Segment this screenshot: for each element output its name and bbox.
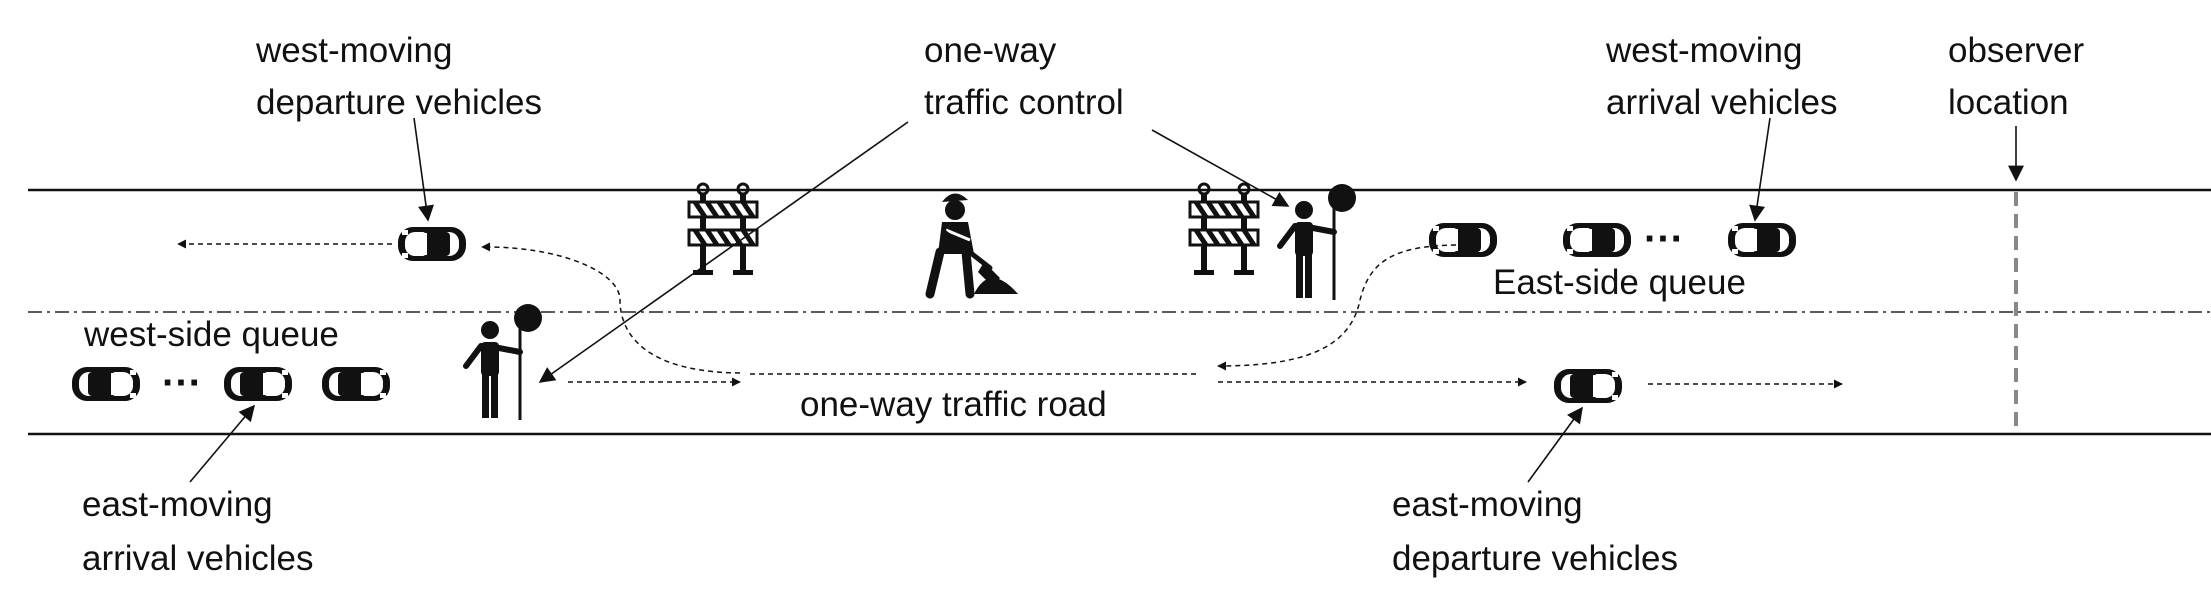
observer-label-line2: location: [1948, 83, 2069, 122]
west-departure-label-line1: west-moving: [255, 31, 452, 70]
arrow-icon: [1151, 129, 1290, 207]
road-label: one-way traffic road: [800, 385, 1107, 424]
car-icon: [1563, 223, 1631, 257]
car-icon: [322, 367, 390, 401]
flagger-stop-sign-icon: [466, 304, 542, 420]
arrow-icon: [413, 117, 434, 222]
car-icon: [224, 367, 292, 401]
car-icon: [1554, 369, 1622, 403]
road-barricade-icon: [689, 184, 757, 275]
east-departure-label-line2: departure vehicles: [1392, 539, 1678, 578]
west-side-queue-label: west-side queue: [83, 315, 339, 354]
arrow-icon: [1749, 117, 1771, 222]
east-arrival-label-line2: arrival vehicles: [82, 539, 313, 578]
ellipsis-east: ···: [1644, 217, 1684, 261]
car-icon: [398, 227, 466, 261]
arrow-icon: [189, 404, 256, 483]
traffic-control-label-line1: one-way: [924, 31, 1057, 70]
flagger-stop-sign-icon: [1280, 184, 1356, 300]
east-departure-label-line1: east-moving: [1392, 485, 1583, 524]
arrow-icon: [481, 242, 741, 374]
traffic-control-label-line2: traffic control: [924, 83, 1124, 122]
east-side-queue-label: East-side queue: [1493, 263, 1746, 302]
ellipsis-west: ···: [162, 361, 202, 405]
car-icon: [72, 367, 140, 401]
observer-label-line1: observer: [1948, 31, 2085, 70]
arrow-icon: [538, 121, 909, 383]
east-arrival-label-line1: east-moving: [82, 485, 273, 524]
callout-arrows: [189, 117, 2024, 483]
road-barricade-icon: [1190, 184, 1258, 275]
west-arrival-label-line1: west-moving: [1605, 31, 1802, 70]
west-arrival-label-line2: arrival vehicles: [1606, 83, 1837, 122]
flow-arrows: [177, 239, 1843, 389]
arrow-icon: [1527, 406, 1583, 483]
arrow-icon: [1217, 244, 1457, 371]
west-departure-label-line2: departure vehicles: [256, 83, 542, 122]
car-icon: [1429, 223, 1497, 257]
road-worker-icon: [930, 193, 1018, 294]
car-icon: [1728, 223, 1796, 257]
